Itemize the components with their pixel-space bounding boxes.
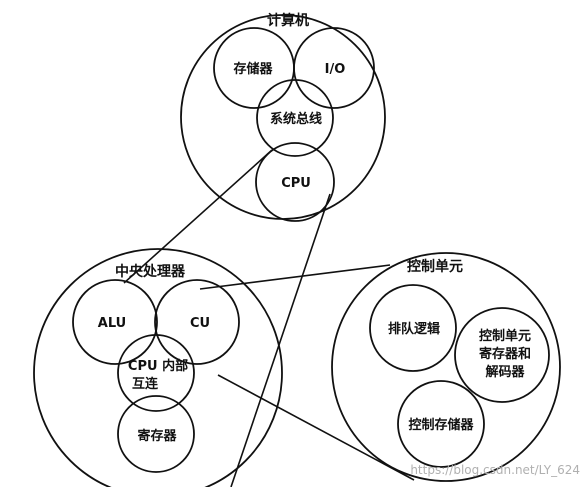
registers-label: 寄存器 <box>137 428 177 444</box>
cpu-label: CPU <box>281 176 311 191</box>
processor-circle <box>33 248 283 487</box>
decoder-label-line1: 控制单元 <box>479 328 531 344</box>
control-memory-circle <box>397 380 485 468</box>
cu-label: CU <box>190 316 210 331</box>
control-memory-label: 控制存储器 <box>408 417 474 433</box>
control-unit-group <box>331 252 561 482</box>
alu-circle <box>72 279 158 365</box>
interconnect-circle <box>117 334 195 412</box>
io-circle <box>293 27 375 109</box>
registers-circle <box>117 395 195 473</box>
connector-cpu-left <box>123 149 273 284</box>
control-unit-title: 控制单元 <box>407 258 463 275</box>
interconnect-label-line1: CPU 内部 <box>128 358 188 374</box>
storage-label: 存储器 <box>233 61 273 77</box>
cu-circle <box>154 279 240 365</box>
alu-label: ALU <box>98 316 126 331</box>
control-unit-circle <box>331 252 561 482</box>
decoder-label-line2: 寄存器和 <box>479 346 531 362</box>
interconnect-label-line2: 互连 <box>132 376 159 392</box>
connector-lines <box>123 149 415 487</box>
system-bus-circle <box>256 79 334 157</box>
cpu-circle <box>255 142 335 222</box>
sequencing-logic-circle <box>369 284 457 372</box>
sequencing-logic-label: 排队逻辑 <box>388 321 440 337</box>
processor-group <box>33 248 283 487</box>
computer-title: 计算机 <box>267 12 309 29</box>
connector-cpu-right <box>230 193 331 487</box>
io-label: I/O <box>325 62 346 77</box>
processor-title: 中央处理器 <box>115 263 186 280</box>
decoder-circle <box>454 307 550 403</box>
decoder-label-line3: 解码器 <box>484 364 525 380</box>
system-bus-label: 系统总线 <box>270 111 322 127</box>
connector-cu-top <box>199 264 391 290</box>
computer-group <box>180 14 386 222</box>
watermark: https://blog.csdn.net/LY_624 <box>410 463 580 477</box>
connector-cu-bottom <box>217 374 415 481</box>
